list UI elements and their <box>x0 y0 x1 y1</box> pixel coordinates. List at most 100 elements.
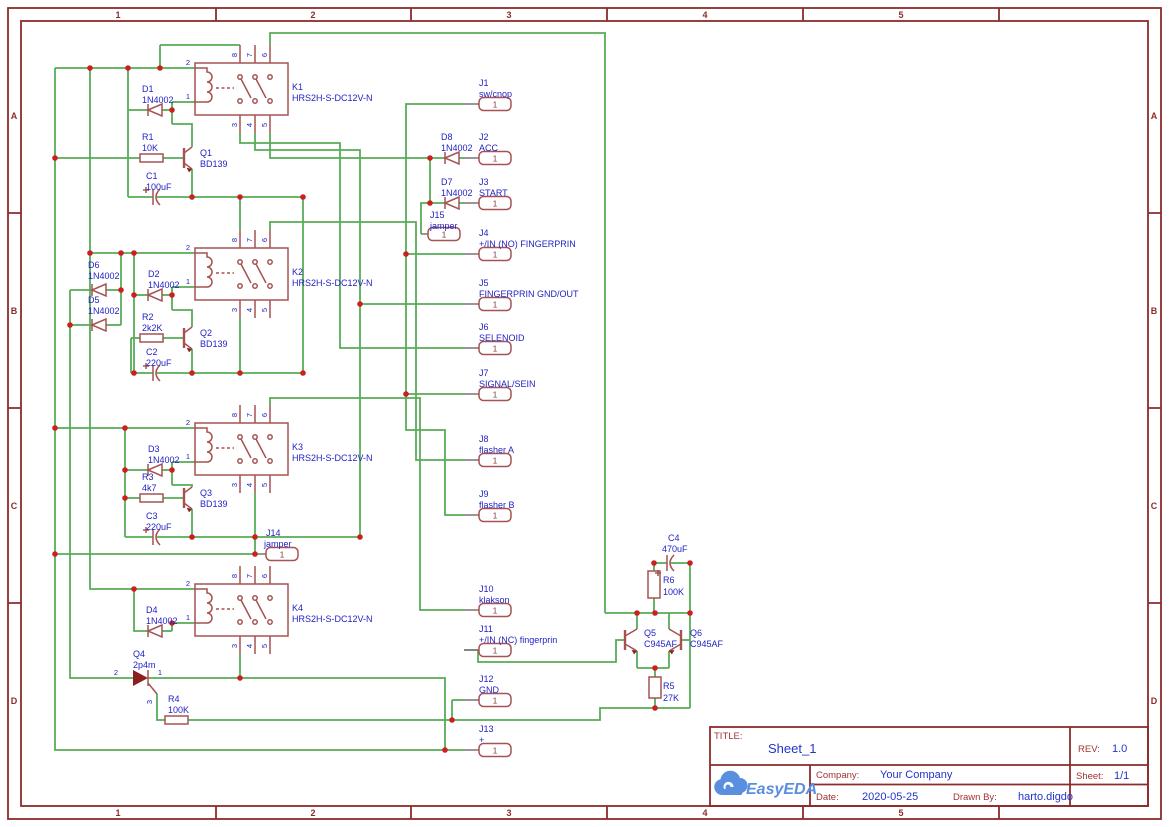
component-Q4[interactable]: Q4 2p4m 2 1 3 <box>114 649 162 704</box>
component-D5[interactable]: D5 1N4002 <box>88 295 120 333</box>
part-ref: R2 <box>142 312 154 322</box>
connector-J8[interactable]: 1 J8 flasher A <box>464 434 514 468</box>
wire <box>269 32 606 613</box>
connector-J1[interactable]: 1 J1 sw/cnop <box>464 78 512 112</box>
connector-J6[interactable]: 1 J6 SELENOID <box>464 322 525 356</box>
ruler-col: 1 <box>115 10 120 20</box>
pin-label: 1 <box>493 456 498 466</box>
junction-dot <box>189 370 195 376</box>
component-C4[interactable]: C4 470uF <box>655 533 688 576</box>
component-C2[interactable]: C2 220uF <box>143 347 172 382</box>
part-value: 1N4002 <box>441 188 473 198</box>
component-R6[interactable]: R6 100K <box>647 570 684 599</box>
pin-label: 1 <box>493 154 498 164</box>
connector-J9[interactable]: 1 J9 flasher B <box>464 489 515 523</box>
part-ref: J11 <box>479 624 493 634</box>
component-K2[interactable]: 8 7 6 3 4 5 2 1 K2 HRS2H-S-DC12V-N <box>186 230 373 318</box>
connector-J14[interactable]: 1 J14 jamper <box>258 528 299 562</box>
component-C3[interactable]: C3 220uF <box>143 511 172 546</box>
part-value: +/IN (NC) fingerprin <box>479 635 557 645</box>
part-value: SELENOID <box>479 333 525 343</box>
pin-label: 4 <box>245 483 254 487</box>
part-ref: C2 <box>146 347 158 357</box>
easyeda-logo-icon <box>714 770 748 795</box>
component-R2[interactable]: R2 2k2K <box>139 312 164 343</box>
connector-J5[interactable]: 1 J5 FINGERPRIN GND/OUT <box>464 278 579 312</box>
component-Q5[interactable]: Q5 C945AF <box>623 628 678 655</box>
wire <box>254 493 258 555</box>
pin-label: 1 <box>493 511 498 521</box>
component-K3[interactable]: 8 7 6 3 4 5 2 1 K3 HRS2H-S-DC12V-N <box>186 405 373 493</box>
part-value: SIGNAL/SEIN <box>479 379 536 389</box>
junction-dot <box>125 65 131 71</box>
part-ref: J7 <box>479 368 489 378</box>
part-ref: Q2 <box>200 328 212 338</box>
ruler-col: 3 <box>506 808 511 818</box>
junction-dot <box>52 551 58 557</box>
component-Q2[interactable]: Q2 BD139 <box>182 326 228 353</box>
pin-label: 8 <box>230 574 239 578</box>
junction-dot <box>169 620 175 626</box>
part-value: C945AF <box>690 639 724 649</box>
date-value: 2020-05-25 <box>862 791 918 803</box>
pin-label: 1 <box>186 452 190 461</box>
component-D2[interactable]: D2 1N4002 <box>146 269 180 303</box>
component-D6[interactable]: D6 1N4002 <box>88 260 120 298</box>
component-R5[interactable]: R5 27K <box>648 676 679 703</box>
part-ref: D6 <box>88 260 100 270</box>
connector-J15[interactable]: 1 J15 jamper <box>421 210 461 242</box>
junction-dot <box>131 292 137 298</box>
component-C1[interactable]: C1 100uF <box>143 171 172 206</box>
connector-J7[interactable]: 1 J7 SIGNAL/SEIN <box>464 368 536 402</box>
component-Q1[interactable]: Q1 BD139 <box>182 146 228 173</box>
part-ref: J15 <box>430 210 445 220</box>
part-ref: Q6 <box>690 628 702 638</box>
part-ref: Q4 <box>133 649 145 659</box>
junction-dot <box>652 705 658 711</box>
connector-J12[interactable]: 1 J12 GND <box>464 674 512 708</box>
part-ref: D8 <box>441 132 453 142</box>
ruler-row: D <box>1151 696 1158 706</box>
part-ref: K2 <box>292 267 303 277</box>
junction-dot <box>122 495 128 501</box>
component-R3[interactable]: R3 4k7 <box>139 472 164 503</box>
pin-label: 8 <box>230 238 239 242</box>
junction-dot <box>122 425 128 431</box>
component-D7[interactable]: D7 1N4002 <box>441 177 473 211</box>
part-value: BD139 <box>200 159 228 169</box>
connector-J3[interactable]: 1 J3 START <box>464 177 512 211</box>
component-R1[interactable]: R1 10K <box>139 132 164 163</box>
component-R4[interactable]: R4 100K <box>164 694 189 725</box>
pin-label: 2 <box>186 58 190 67</box>
ruler-row: B <box>1151 306 1158 316</box>
pin-label: 6 <box>260 574 269 578</box>
connector-J13[interactable]: 1 J13 + <box>464 724 512 758</box>
pin-label: 3 <box>145 700 154 704</box>
part-value: HRS2H-S-DC12V-N <box>292 453 373 463</box>
component-D4[interactable]: D4 1N4002 <box>146 605 178 639</box>
component-D1[interactable]: D1 1N4002 <box>142 84 174 118</box>
pin-label: 8 <box>230 53 239 57</box>
connector-J11[interactable]: 1 J11 +/IN (NC) fingerprin <box>464 624 557 658</box>
component-Q6[interactable]: Q6 C945AF <box>668 628 724 655</box>
component-Q3[interactable]: Q3 BD139 <box>182 486 228 513</box>
component-D8[interactable]: D8 1N4002 <box>441 132 473 166</box>
junction-dot <box>131 586 137 592</box>
company-label: Company: <box>816 770 859 781</box>
junction-dot <box>652 665 658 671</box>
ruler-col: 4 <box>702 10 707 20</box>
connector-J4[interactable]: 1 J4 +/IN (NO) FINGERPRIN <box>464 228 576 262</box>
part-value: 100uF <box>146 182 172 192</box>
drawn-by-value: harto.digdo <box>1018 791 1073 803</box>
connector-J2[interactable]: 1 J2 ACC <box>464 132 512 166</box>
component-K1[interactable]: 8 7 6 3 4 5 2 1 K1 HRS2H-S-DC12V-N <box>186 45 373 133</box>
wire <box>269 397 464 611</box>
pin-label: 5 <box>260 123 269 127</box>
component-D3[interactable]: D3 1N4002 <box>146 444 180 478</box>
connector-J10[interactable]: 1 J10 klakson <box>464 584 512 618</box>
rev-value: 1.0 <box>1112 743 1127 755</box>
component-K4[interactable]: 8 7 6 3 4 5 2 1 K4 HRS2H-S-DC12V-N <box>186 566 373 654</box>
pin-label: 1 <box>186 92 190 101</box>
rev-label: REV: <box>1078 744 1100 755</box>
